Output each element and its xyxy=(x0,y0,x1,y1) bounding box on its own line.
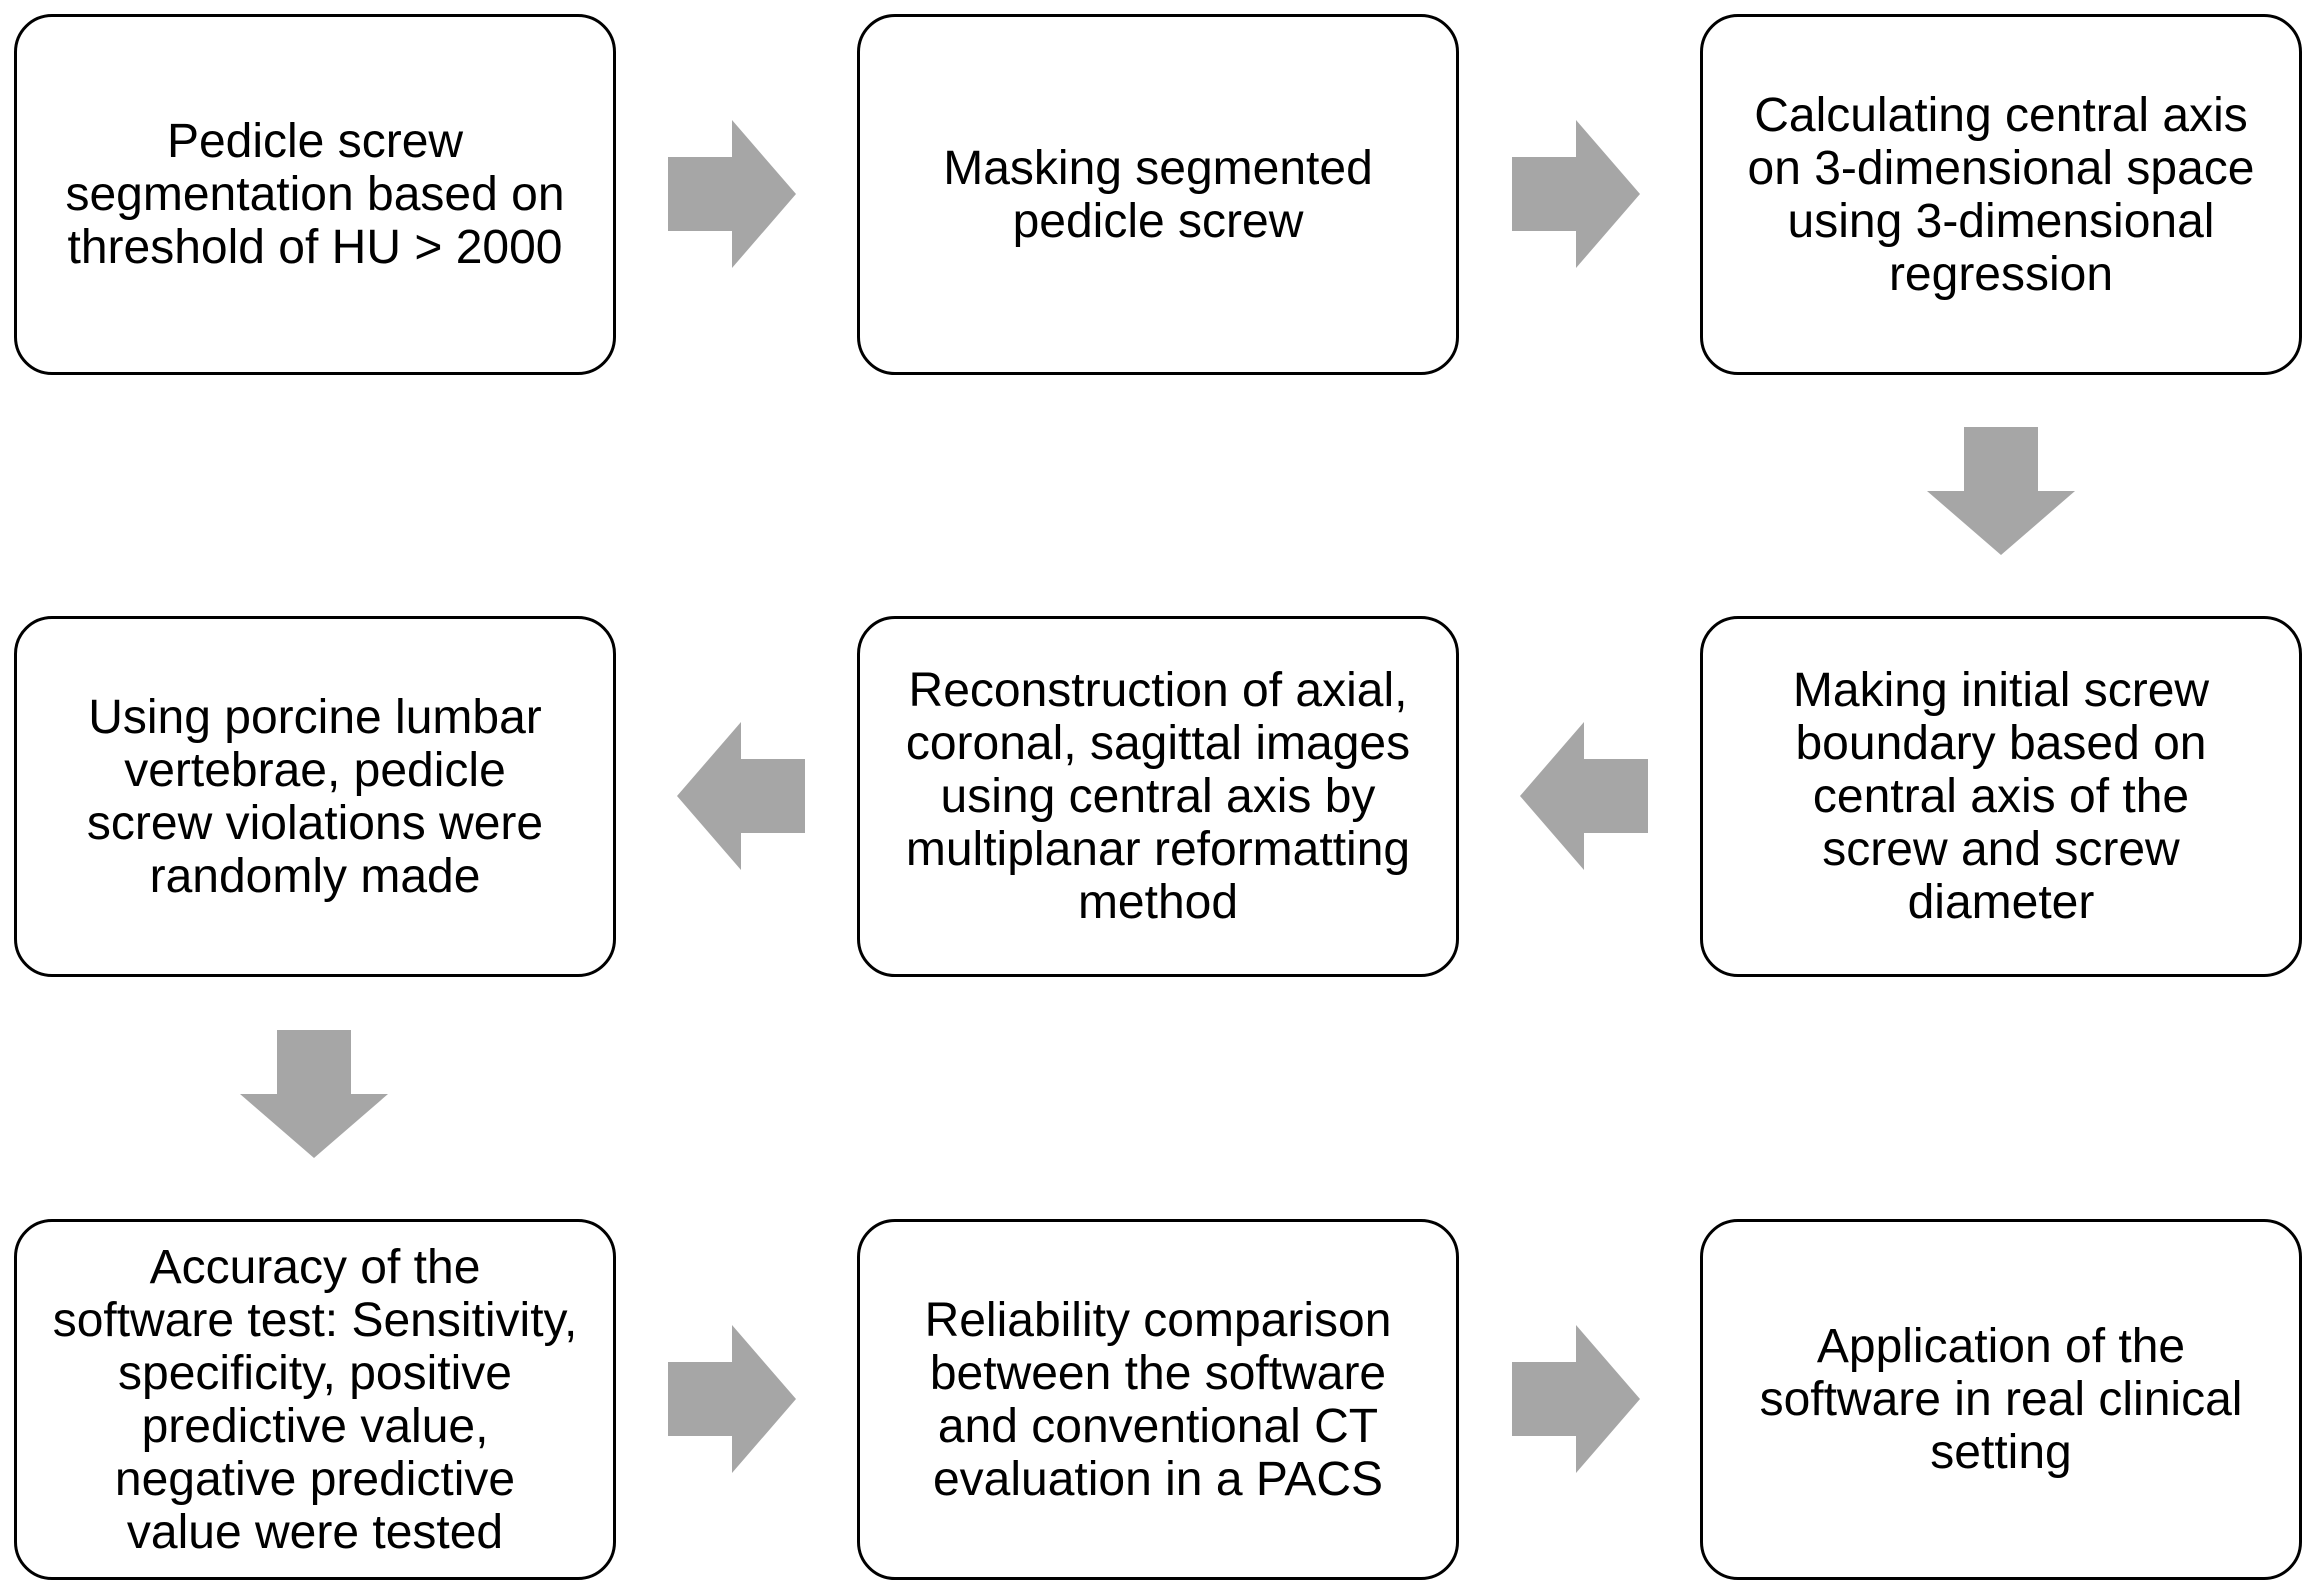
arrow-left-icon xyxy=(677,722,805,870)
arrow-right-icon xyxy=(1512,120,1640,268)
step-text-reconstruction: Reconstruction of axial, coronal, sagitt… xyxy=(905,664,1411,929)
step-box-accuracy: Accuracy of the software test: Sensitivi… xyxy=(14,1219,616,1580)
step-text-central-axis: Calculating central axis on 3-dimensiona… xyxy=(1747,88,2255,301)
step-text-application: Application of the software in real clin… xyxy=(1759,1320,2243,1479)
step-box-segmentation: Pedicle screw segmentation based on thre… xyxy=(14,14,616,375)
step-text-accuracy: Accuracy of the software test: Sensitivi… xyxy=(52,1240,578,1559)
step-box-reliability: Reliability comparison between the softw… xyxy=(857,1219,1459,1580)
arrow-down-icon xyxy=(1927,427,2075,555)
arrow-right-icon xyxy=(668,1325,796,1473)
step-text-initial-boundary: Making initial screw boundary based on c… xyxy=(1792,664,2210,929)
step-box-reconstruction: Reconstruction of axial, coronal, sagitt… xyxy=(857,616,1459,977)
arrow-right-icon xyxy=(668,120,796,268)
step-text-using-porcine: Using porcine lumbar vertebrae, pedicle … xyxy=(86,690,544,903)
step-text-masking: Masking segmented pedicle screw xyxy=(943,141,1373,248)
step-box-central-axis: Calculating central axis on 3-dimensiona… xyxy=(1700,14,2302,375)
step-box-initial-boundary: Making initial screw boundary based on c… xyxy=(1700,616,2302,977)
step-box-masking: Masking segmented pedicle screw xyxy=(857,14,1459,375)
arrow-left-icon xyxy=(1520,722,1648,870)
step-box-using-porcine: Using porcine lumbar vertebrae, pedicle … xyxy=(14,616,616,977)
step-text-segmentation: Pedicle screw segmentation based on thre… xyxy=(65,115,565,274)
arrow-right-icon xyxy=(1512,1325,1640,1473)
step-text-reliability: Reliability comparison between the softw… xyxy=(924,1293,1392,1506)
arrow-down-icon xyxy=(240,1030,388,1158)
step-box-application: Application of the software in real clin… xyxy=(1700,1219,2302,1580)
